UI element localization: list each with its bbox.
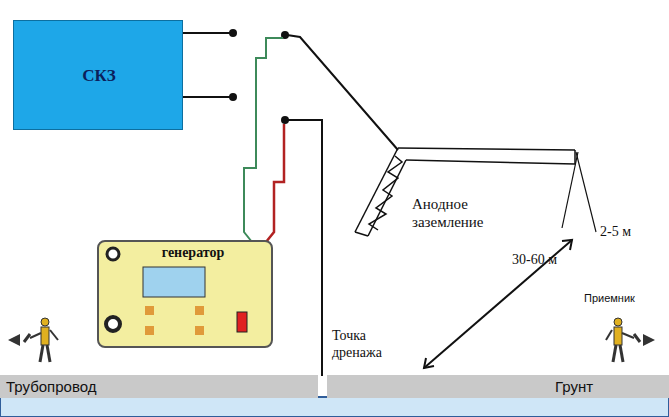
part-label: Точка дренажа [332, 328, 394, 362]
green-wire [244, 38, 283, 242]
generator-box: генератор [97, 240, 273, 348]
worker-figure [8, 318, 58, 362]
node-text: Грунт [555, 378, 593, 395]
worker-figure [606, 318, 655, 362]
ground-band: Грунт [327, 375, 669, 398]
node-text: Трубопровод [6, 378, 96, 395]
switch-contacts [229, 29, 289, 124]
dimension-line [576, 152, 596, 232]
part-label: Анодное заземление [412, 195, 522, 231]
node-text: генератор [162, 245, 225, 261]
dimension-line [562, 152, 578, 228]
node-text: СКЗ [82, 66, 116, 86]
station-box: СКЗ [13, 20, 183, 130]
pipeline-band: Трубопровод [0, 375, 318, 398]
dimension-label: 2-5 м [600, 224, 660, 241]
dimension-label: 30-60 м [512, 252, 582, 269]
pipe-strip [0, 397, 669, 417]
part-label: Приемник [584, 292, 664, 305]
anode-ground [355, 148, 575, 236]
red-wire [266, 124, 284, 242]
